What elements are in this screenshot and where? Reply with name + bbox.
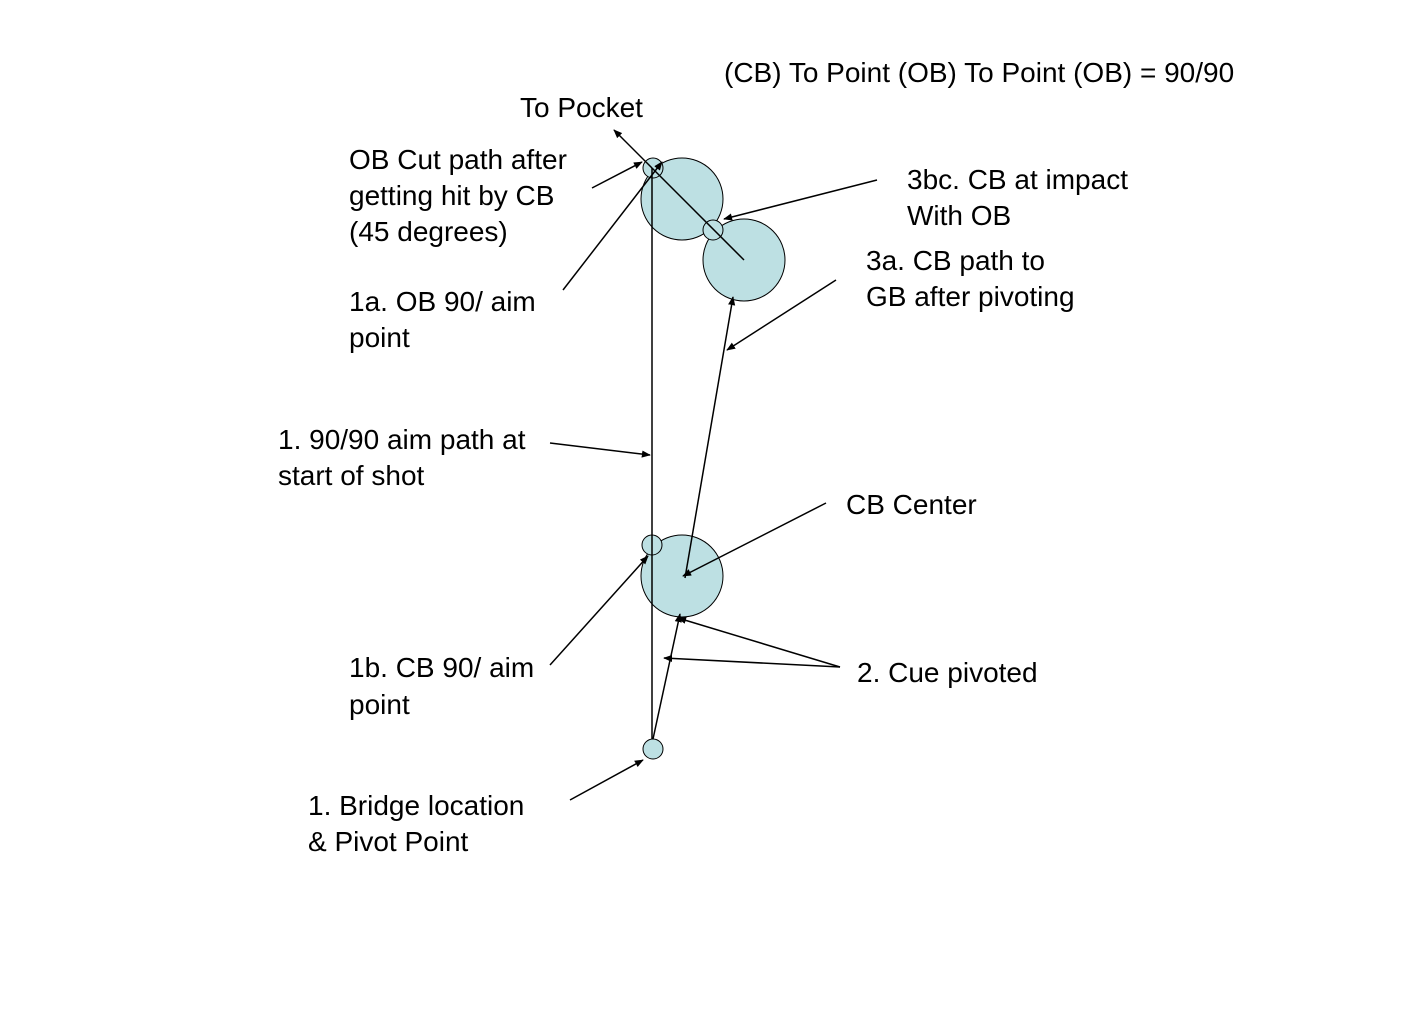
ob-cut-path-label-line-1: OB Cut path after [349,144,567,175]
cb-path-to-gb-leader [726,279,837,351]
ob-center-line [651,167,745,261]
bridge-location-label-line-1: 1. Bridge location [308,790,524,821]
ob-cut-path-label-line-3: (45 degrees) [349,216,508,247]
cb-at-impact-label-line-2: With OB [907,200,1011,231]
bridge-point-marker [642,738,664,760]
bridge-location-label-line-2: & Pivot Point [308,826,469,857]
cue-pivoted-leader-upper [677,616,841,668]
ob-cut-path-label-line-2: getting hit by CB [349,180,554,211]
ob-aim-point-label-line-1: 1a. OB 90/ aim [349,286,536,317]
cue-pivoted-leader-lower [663,654,841,668]
cb-center-leader [682,502,827,577]
cb-aim-point-label-line-2: point [349,689,410,720]
cb-path-to-gb-line [684,296,736,579]
aim-path-leader [549,442,651,458]
aim-path-label-line-2: start of shot [278,460,425,491]
cue-pivoted-label: 2. Cue pivoted [857,657,1038,688]
cb-at-impact-leader [723,179,878,221]
cb-aim-point-label-line-1: 1b. CB 90/ aim [349,652,534,683]
to-pocket-arrow [613,129,653,169]
to-pocket-label: To Pocket [520,92,643,123]
ob-aim-point-leader [562,161,663,291]
aim-path-label-line-1: 1. 90/90 aim path at [278,424,526,455]
ob-aim-point-label-line-2: point [349,322,410,353]
header-formula: (CB) To Point (OB) To Point (OB) = 90/90 [724,57,1234,88]
ob-cut-path-leader [591,161,643,189]
cb-path-to-gb-label-line-2: GB after pivoting [866,281,1075,312]
cb-aim-point-leader [549,555,649,666]
cb-center-label: CB Center [846,489,977,520]
cb-at-impact-label-line-1: 3bc. CB at impact [907,164,1128,195]
cb-path-to-gb-label-line-1: 3a. CB path to [866,245,1045,276]
pivoted-cue-line [652,613,682,740]
bridge-location-leader [569,759,644,801]
